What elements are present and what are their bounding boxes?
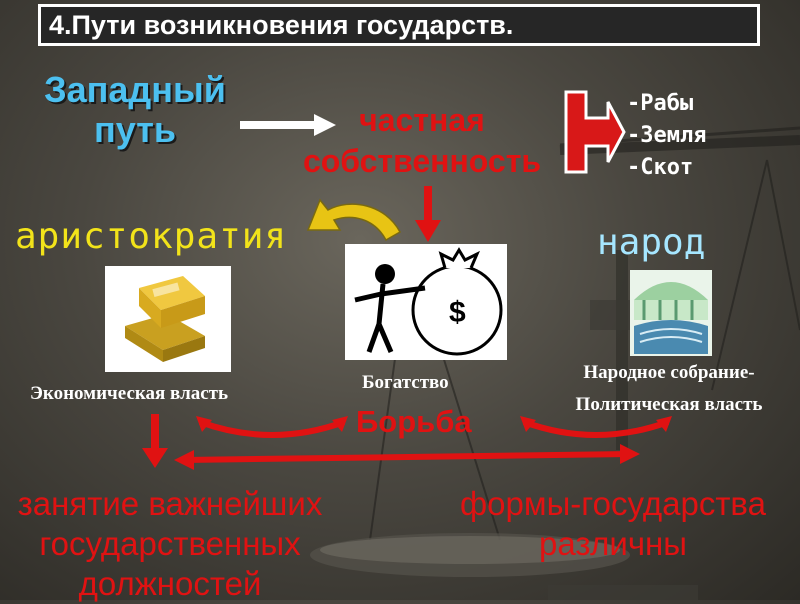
curved-arrow-icon: [306, 198, 402, 242]
western-path-line1: Западный: [44, 69, 226, 110]
list-item: -Скот: [627, 155, 694, 180]
right-arrow-icon: [240, 114, 336, 136]
list-item: -Земля: [627, 123, 707, 148]
right-bottom-text: формы-государства различны: [426, 484, 800, 564]
gold-bars-icon: [125, 276, 205, 362]
assembly-line2: Политическая власть: [575, 394, 763, 415]
people-label: народ: [597, 222, 706, 263]
private-property-line1: частная: [359, 102, 485, 138]
assembly-hall-picture: [630, 270, 712, 356]
struggle-label: Борьба: [356, 404, 472, 439]
gold-bars-picture: [105, 266, 231, 372]
double-arrow-icon: [174, 444, 640, 470]
struggle-arrow-left-icon: [196, 416, 348, 438]
assembly-hall-icon: [634, 282, 708, 354]
western-path-label: Западный путь: [20, 70, 250, 150]
struggle-arrow-right-icon: [520, 416, 672, 438]
left-bottom-line1: занятие важнейших: [17, 485, 323, 522]
down-arrow-icon: [415, 186, 441, 242]
assembly-label: Народное собрание- Политическая власть: [540, 357, 798, 421]
assembly-line1: Народное собрание-: [583, 362, 755, 383]
western-path-line2: путь: [94, 109, 176, 150]
private-property-label: частная собственность: [272, 100, 572, 182]
property-list: -Рабы -Земля -Скот: [627, 88, 706, 184]
left-down-arrow-icon: [142, 414, 168, 468]
left-bottom-text: занятие важнейших государственных должно…: [0, 484, 350, 604]
private-property-line2: собственность: [302, 143, 542, 179]
right-bottom-line2: различны: [539, 525, 687, 562]
svg-text:$: $: [449, 296, 466, 329]
left-bottom-line3: должностей: [78, 565, 262, 602]
money-bag-icon: $: [354, 247, 503, 356]
left-bottom-line2: государственных: [39, 525, 301, 562]
economic-power-label: Экономическая власть: [30, 383, 229, 404]
right-bottom-line1: формы-государства: [460, 485, 766, 522]
money-bag-picture: $: [345, 244, 507, 360]
page-title: 4.Пути возникновения государств.: [38, 4, 760, 46]
bracket-arrow-icon: [564, 90, 626, 174]
list-item: -Рабы: [627, 91, 694, 116]
aristocracy-label: аристократия: [15, 216, 288, 257]
wealth-label: Богатство: [362, 372, 449, 393]
